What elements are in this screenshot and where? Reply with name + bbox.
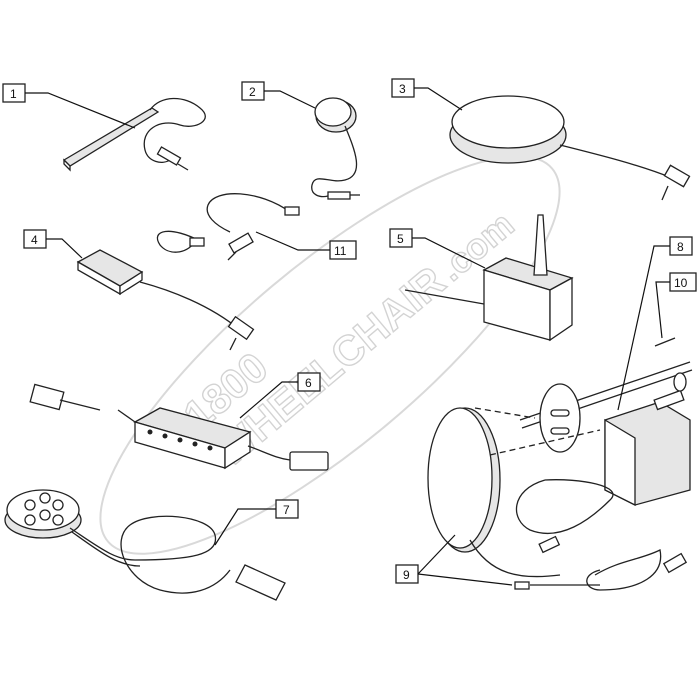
callout-5-label: 5 <box>397 232 404 246</box>
callout-7: 7 <box>214 499 299 546</box>
callout-4: 4 <box>23 229 83 259</box>
callout-2: 2 <box>241 81 316 109</box>
part-9-pad-switch <box>427 407 688 591</box>
part-1-strip-sensor <box>62 97 206 172</box>
callout-7-label: 7 <box>283 503 290 517</box>
watermark: 1800 WHEELCHAIR .com <box>99 155 561 555</box>
part-6-interface-box <box>29 383 329 471</box>
callout-8: 8 <box>617 236 693 411</box>
part-11-splitter-cable <box>156 193 300 261</box>
callout-1: 1 <box>2 83 136 129</box>
callout-6: 6 <box>239 372 321 419</box>
callout-4-label: 4 <box>31 233 38 247</box>
callout-9-label: 9 <box>403 568 410 582</box>
callout-1-label: 1 <box>10 87 17 101</box>
callout-9: 9 <box>395 534 513 586</box>
part-5-transmitter-box <box>404 214 574 342</box>
callout-11: 11 <box>255 231 357 260</box>
part-8-mounting-rod <box>519 361 693 507</box>
callout-5: 5 <box>389 228 486 269</box>
part-2-mini-button <box>311 97 360 200</box>
callout-6-label: 6 <box>305 376 312 390</box>
callout-10: 10 <box>655 272 697 339</box>
callout-3-label: 3 <box>399 82 406 96</box>
callout-11-label: 11 <box>334 244 347 258</box>
part-7-keypad-switch <box>4 489 286 601</box>
part-3-large-button <box>449 95 691 201</box>
callout-3: 3 <box>391 78 463 111</box>
part-4-clip-switch <box>76 249 255 351</box>
callout-8-label: 8 <box>677 240 684 254</box>
callout-10-label: 10 <box>674 276 688 290</box>
callout-2-label: 2 <box>249 85 256 99</box>
callouts: 1 2 3 4 5 6 7 <box>2 78 697 586</box>
part-10-bolts <box>653 337 687 411</box>
